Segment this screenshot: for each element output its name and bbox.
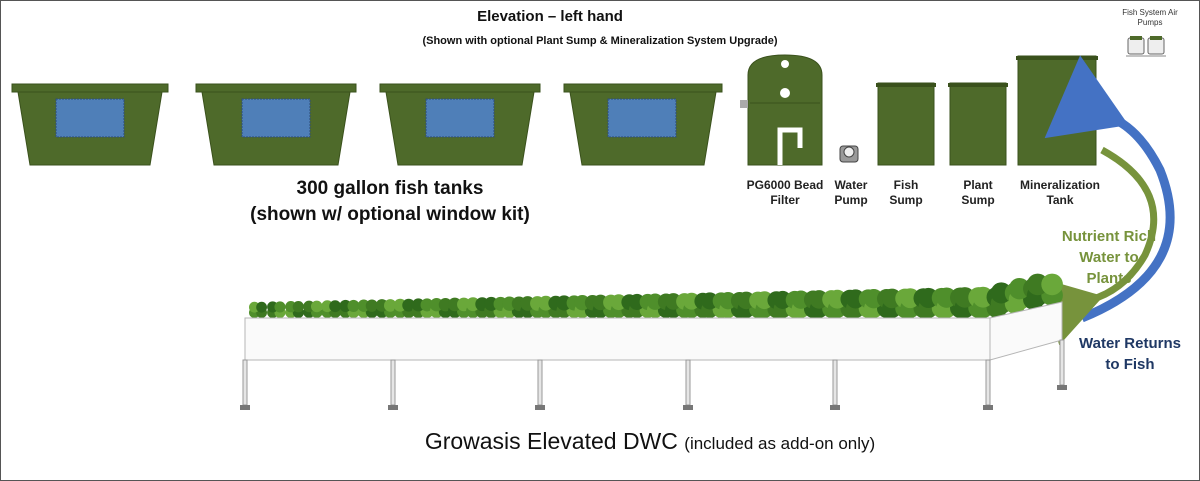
bed-leg [390,359,396,406]
bed-leg-foot [983,405,993,410]
plant-leaf-cluster [274,301,286,313]
bed-leg [537,359,543,406]
bead-filter [740,54,823,166]
bed-leg [832,359,838,406]
plant-leaf-cluster [365,299,379,312]
plant-leaf-cluster [1041,273,1063,296]
plant-leaf-cluster [310,300,323,313]
plant-leaf-cluster [384,299,397,312]
fish-tank [195,83,357,166]
bed-leg-foot [1057,385,1067,390]
bed-leg-foot [535,405,545,410]
bed-leg [242,359,248,406]
mineralization-tank [1016,55,1098,166]
bed-leg [985,359,991,406]
water-pump [839,145,859,163]
dwc-caption-main: Growasis Elevated DWC [424,428,678,454]
fish-sump [876,82,936,166]
fish-tank [379,83,541,166]
dwc-plants [249,273,1063,319]
return-flow-label: Water Returns to Fish [1079,335,1181,373]
fish-tank [11,83,169,166]
plant-leaf-cluster [256,301,267,313]
nutrient-water-arrow [1039,146,1158,346]
bed-leg-foot [388,405,398,410]
plant-leaf-cluster [402,298,416,312]
fish-tank-caption: 300 gallon fish tanks (shown w/ optional… [250,178,530,225]
diagram-subtitle: (Shown with optional Plant Sump & Minera… [422,35,778,47]
nutrient-flow-label: Nutrient Rich Water to Plants [1061,228,1157,287]
bed-leg-foot [240,405,250,410]
air-pumps-label: Fish System Air Pumps [1122,8,1178,27]
bed-leg [685,359,691,406]
dwc-caption-note: (included as add-on only) [684,434,876,453]
air-pump-unit [1126,36,1166,57]
dwc-legs [240,339,1067,410]
fish-tank [563,83,723,166]
dwc-caption: Growasis Elevated DWC (included as add-o… [300,428,1000,455]
plant-leaf-cluster [347,299,360,312]
plant-leaf-cluster [329,300,342,313]
diagram-title: Elevation – left hand [477,8,623,25]
plant-leaf-cluster [292,301,305,313]
return-water-arrow [1044,55,1175,323]
plant-sump [948,82,1008,166]
bed-leg-foot [683,405,693,410]
bed-leg-foot [830,405,840,410]
plant-leaf-cluster [420,298,434,312]
